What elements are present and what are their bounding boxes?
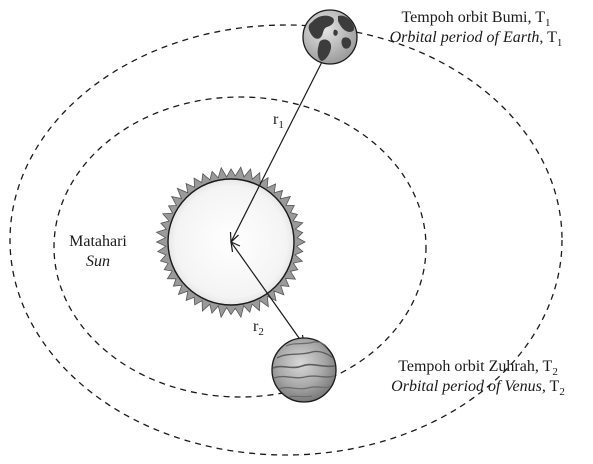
- earth-label-english: Orbital period of Earth, T1: [389, 29, 563, 49]
- earth-label: Tempoh orbit Bumi, T1 Orbital period of …: [360, 8, 592, 49]
- radius-r1-symbol: r: [273, 111, 279, 128]
- earth-orbit: [9, 24, 563, 456]
- venus-label-malay: Tempoh orbit Zuhrah, T2: [364, 357, 592, 378]
- sun-label-english: Sun: [86, 253, 110, 270]
- earth-label-malay: Tempoh orbit Bumi, T1: [360, 8, 592, 29]
- venus-period-subscript-en: 2: [559, 386, 565, 398]
- venus-icon: [271, 337, 337, 403]
- venus-period-symbol: T: [542, 358, 553, 375]
- radius-r2-arrowhead-sun: [230, 241, 241, 253]
- radius-r1-subscript: 1: [278, 119, 284, 131]
- earth-period-subscript-en: 1: [556, 37, 563, 49]
- venus-period-symbol-en: T: [549, 378, 560, 395]
- radius-r1-label: r1: [273, 110, 284, 131]
- radius-r2-label: r2: [253, 317, 264, 338]
- venus-label-english-text: Orbital period of Venus: [391, 378, 542, 395]
- venus-orbit: [53, 96, 427, 398]
- earth-icon: [302, 9, 358, 65]
- earth-label-english-text: Orbital period of Earth: [389, 29, 540, 46]
- radius-r2-subscript: 2: [258, 326, 264, 338]
- earth-period-symbol: T: [535, 9, 545, 26]
- venus-label: Tempoh orbit Zuhrah, T2 Orbital period o…: [364, 357, 592, 398]
- radius-r1-line: [230, 45, 331, 243]
- radius-r2-line: [230, 241, 305, 346]
- venus-label-english: Orbital period of Venus, T2: [391, 378, 565, 398]
- earth-period-subscript: 1: [544, 17, 551, 29]
- earth-label-text: Tempoh orbit Bumi,: [401, 9, 532, 26]
- earth-period-symbol-en: T: [547, 29, 557, 46]
- radius-r2-symbol: r: [253, 318, 259, 335]
- sun-label: Matahari Sun: [58, 232, 138, 272]
- venus-period-subscript: 2: [552, 366, 558, 378]
- venus-label-text: Tempoh orbit Zuhrah,: [398, 358, 539, 375]
- sun-label-malay: Matahari: [69, 233, 127, 250]
